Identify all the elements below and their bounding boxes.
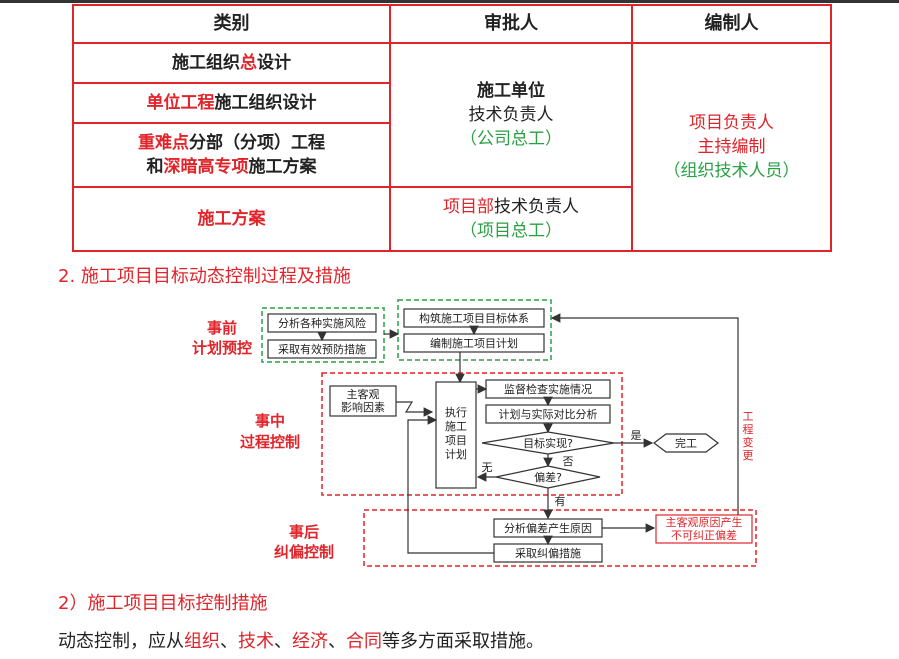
top-rule	[0, 0, 899, 3]
table-row: 重难点分部（分项）工程 和深暗高专项施工方案	[72, 122, 831, 188]
svg-text:目标实现?: 目标实现?	[523, 436, 573, 450]
svg-text:计划: 计划	[445, 448, 467, 461]
svg-text:施工: 施工	[445, 420, 467, 433]
svg-text:影响因素: 影响因素	[341, 401, 385, 414]
table-row: 施工方案 项目部技术负责人 （项目总工）	[72, 186, 831, 252]
stage-post-line1: 事后	[289, 523, 319, 541]
measures-paragraph: 动态控制，应从组织、技术、经济、合同等多方面采取措施。	[58, 631, 544, 652]
execute-plan-box	[435, 381, 477, 489]
deviation-decision	[495, 465, 601, 489]
row-construction-plan: 施工方案	[72, 186, 391, 252]
post-group	[363, 509, 757, 567]
stage-mid-line2: 过程控制	[240, 433, 300, 451]
header-approver: 审批人	[389, 4, 633, 44]
stage-post-line2: 纠偏控制	[274, 543, 334, 561]
svg-text:不可纠正偏差: 不可纠正偏差	[671, 528, 737, 542]
svg-text:完工: 完工	[675, 436, 697, 450]
svg-text:偏差?: 偏差?	[534, 470, 562, 484]
compiler-cell: 项目负责人 主持编制 （组织技术人员）	[631, 42, 832, 252]
pre-risk-group	[261, 307, 385, 363]
svg-text:主客观: 主客观	[347, 387, 380, 401]
have-label: 有	[555, 494, 566, 508]
header-category: 类别	[72, 4, 391, 44]
control-flowchart: 事前 计划预控 事中 过程控制 事后 纠偏控制 分析各种实施风险 采取有效预防措…	[192, 299, 757, 567]
section-heading-control-measures: 2）施工项目目标控制措施	[58, 593, 268, 614]
table-row: 施工组织总设计 施工单位 技术负责人 （公司总工） 项目负责人 主持编制 （组织…	[72, 42, 832, 252]
no-label: 否	[563, 455, 574, 468]
svg-text:项目: 项目	[445, 434, 467, 447]
change-label-4: 更	[743, 449, 754, 462]
row-general-design: 施工组织总设计	[72, 42, 391, 84]
stage-pre-line1: 事前	[207, 319, 237, 337]
table-header-row: 类别 审批人 编制人	[72, 4, 832, 44]
subjective-factors-box	[329, 385, 397, 417]
svg-text:构筑施工项目目标体系: 构筑施工项目目标体系	[419, 311, 529, 325]
approver-company: 施工单位 技术负责人 （公司总工）	[389, 42, 633, 188]
approver-project: 项目部技术负责人 （项目总工）	[389, 186, 633, 252]
yes-label: 是	[631, 429, 642, 442]
uncorrectable-box	[655, 514, 753, 544]
table-row: 单位工程施工组织设计	[72, 82, 831, 124]
change-label-2: 程	[743, 423, 754, 436]
svg-text:监督检查实施情况: 监督检查实施情况	[504, 382, 592, 396]
svg-text:采取纠偏措施: 采取纠偏措施	[515, 546, 581, 560]
change-label-3: 变	[743, 435, 754, 449]
svg-text:计划与实际对比分析: 计划与实际对比分析	[499, 407, 598, 421]
approval-table: 类别 审批人 编制人 施工组织总设计 施工单位 技术负责人 （公司总工） 项目负…	[72, 4, 832, 252]
header-compiler: 编制人	[631, 4, 832, 44]
none-label: 无	[482, 461, 493, 474]
svg-text:执行: 执行	[445, 405, 467, 419]
svg-text:分析偏差产生原因: 分析偏差产生原因	[504, 521, 592, 535]
row-key-difficult: 重难点分部（分项）工程 和深暗高专项施工方案	[72, 122, 391, 188]
svg-text:采取有效预防措施: 采取有效预防措施	[278, 342, 366, 356]
svg-text:主客观原因产生: 主客观原因产生	[666, 515, 743, 529]
mid-group	[321, 372, 623, 496]
row-unit-design: 单位工程施工组织设计	[72, 82, 391, 124]
stage-pre-line2: 计划预控	[192, 339, 252, 357]
svg-text:编制施工项目计划: 编制施工项目计划	[430, 336, 518, 350]
stage-mid-line1: 事中	[255, 412, 285, 430]
completion-box	[653, 433, 719, 453]
change-label-1: 工	[743, 410, 754, 423]
section-heading-dynamic-control: 2. 施工项目目标动态控制过程及措施	[58, 266, 351, 287]
svg-text:分析各种实施风险: 分析各种实施风险	[278, 316, 366, 330]
